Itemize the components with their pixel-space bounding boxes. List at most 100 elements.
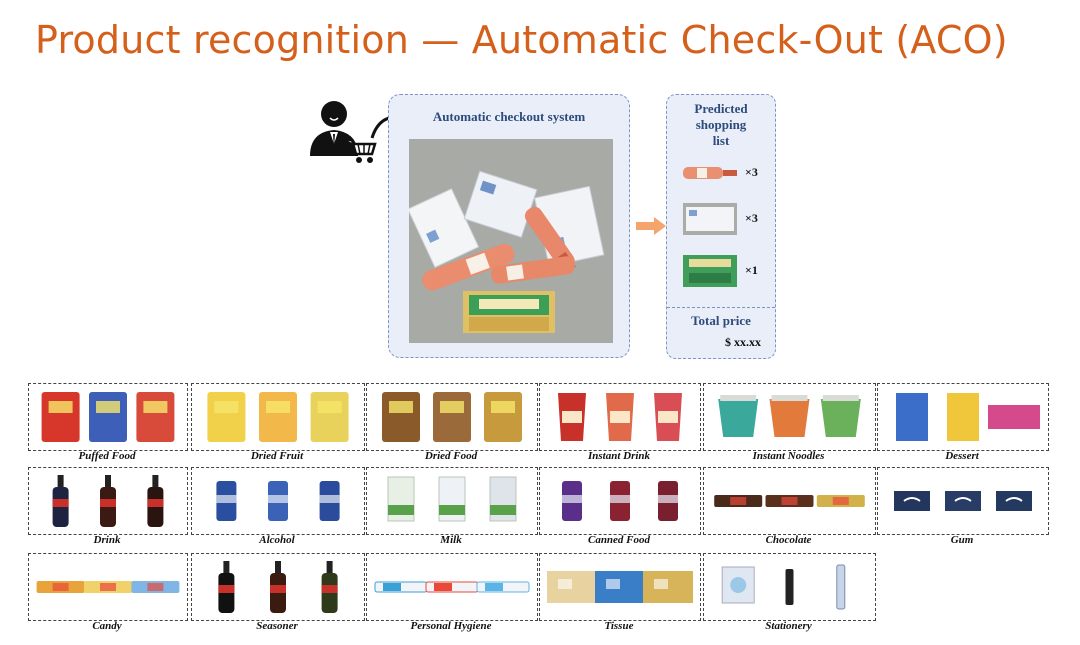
category-label: Drink — [93, 534, 121, 546]
product-image — [321, 561, 338, 613]
product-image — [310, 392, 349, 442]
product-image — [816, 495, 865, 507]
category-label: Tissue — [604, 620, 634, 632]
product-image — [438, 476, 466, 522]
category-panel — [877, 383, 1049, 451]
product-image — [147, 475, 164, 527]
product-image — [820, 395, 861, 437]
product-image — [714, 495, 763, 507]
shopper-with-cart-icon — [306, 96, 378, 166]
product-image — [988, 405, 1040, 429]
product-image — [41, 392, 80, 442]
category-panel — [703, 467, 876, 535]
product-image — [216, 481, 237, 521]
product-image — [425, 581, 479, 593]
category-label: Candy — [92, 620, 122, 632]
product-image — [562, 481, 582, 521]
product-image — [947, 393, 979, 441]
category-label: Puffed Food — [78, 450, 136, 462]
product-image — [484, 392, 522, 442]
product-thumb — [681, 253, 739, 289]
product-image — [547, 571, 597, 603]
category-label: Dried Fruit — [250, 450, 304, 462]
category-label: Stationery — [765, 620, 812, 632]
category-panel — [366, 383, 538, 451]
category-label: Dessert — [945, 450, 979, 462]
category-label: Milk — [440, 534, 462, 546]
product-image — [765, 495, 814, 507]
product-image — [595, 571, 645, 603]
category-panel — [366, 467, 538, 535]
category-label: Dried Food — [424, 450, 478, 462]
category-panel — [28, 467, 188, 535]
predicted-quantity: ×3 — [745, 211, 758, 225]
predicted-item: ×3 — [681, 201, 773, 237]
product-image — [558, 393, 586, 441]
product-image — [319, 481, 340, 521]
product-image — [382, 392, 420, 442]
product-image — [89, 392, 127, 442]
panel-divider — [667, 307, 775, 308]
category-panel — [539, 467, 701, 535]
predicted-list-title: Predicted shopping list — [694, 101, 748, 148]
product-image — [131, 581, 180, 593]
product-image — [52, 475, 69, 527]
product-image — [136, 392, 175, 442]
product-image — [896, 393, 928, 441]
product-thumb — [681, 155, 739, 191]
category-panel — [28, 383, 188, 451]
category-panel — [877, 467, 1049, 535]
product-image — [218, 561, 235, 613]
product-image — [769, 395, 810, 437]
total-price-value: $ xx.xx — [725, 335, 761, 349]
category-label: Instant Drink — [587, 450, 651, 462]
right-arrow-icon — [636, 217, 666, 235]
slide-title: Product recognition — Automatic Check-Ou… — [35, 18, 1008, 62]
product-image — [610, 481, 630, 521]
checkout-photo — [409, 139, 613, 343]
product-image — [658, 481, 678, 521]
category-panel — [191, 383, 365, 451]
category-label: Canned Food — [587, 534, 651, 546]
product-image — [476, 581, 530, 593]
category-label: Instant Noodles — [752, 450, 825, 462]
product-image — [996, 491, 1032, 511]
product-image — [894, 491, 930, 511]
product-image — [36, 581, 85, 593]
product-image — [270, 561, 286, 613]
category-panel — [703, 383, 876, 451]
checkout-system-panel: Automatic checkout system — [388, 94, 630, 358]
product-image — [785, 569, 794, 605]
predicted-item: ×3 — [681, 155, 773, 191]
category-label: Seasoner — [256, 620, 298, 632]
product-image — [945, 491, 981, 511]
checkout-system-label: Automatic checkout system — [432, 109, 586, 124]
predicted-list-panel: Predicted shopping list ×3 ×3 — [666, 94, 776, 359]
category-label: Chocolate — [765, 534, 812, 546]
product-image — [207, 392, 246, 442]
category-panel — [191, 467, 365, 535]
product-image — [606, 393, 634, 441]
category-label: Gum — [950, 534, 974, 546]
product-image — [84, 581, 132, 593]
product-image — [374, 581, 428, 593]
product-image — [268, 481, 288, 521]
product-image — [259, 392, 297, 442]
category-panel — [703, 553, 876, 621]
product-image — [718, 395, 759, 437]
category-label: Alcohol — [259, 534, 295, 546]
predicted-quantity: ×1 — [745, 263, 758, 277]
predicted-quantity: ×3 — [745, 165, 758, 179]
product-image — [643, 571, 693, 603]
product-image — [100, 475, 116, 527]
product-image — [654, 393, 682, 441]
category-label: Personal Hygiene — [410, 620, 492, 632]
product-image — [721, 566, 755, 604]
product-image — [489, 476, 517, 522]
category-panel — [539, 553, 701, 621]
total-price-label: Total price — [691, 313, 751, 328]
product-image — [836, 564, 846, 610]
category-panel — [191, 553, 365, 621]
predicted-item: ×1 — [681, 253, 773, 289]
product-image — [433, 392, 471, 442]
